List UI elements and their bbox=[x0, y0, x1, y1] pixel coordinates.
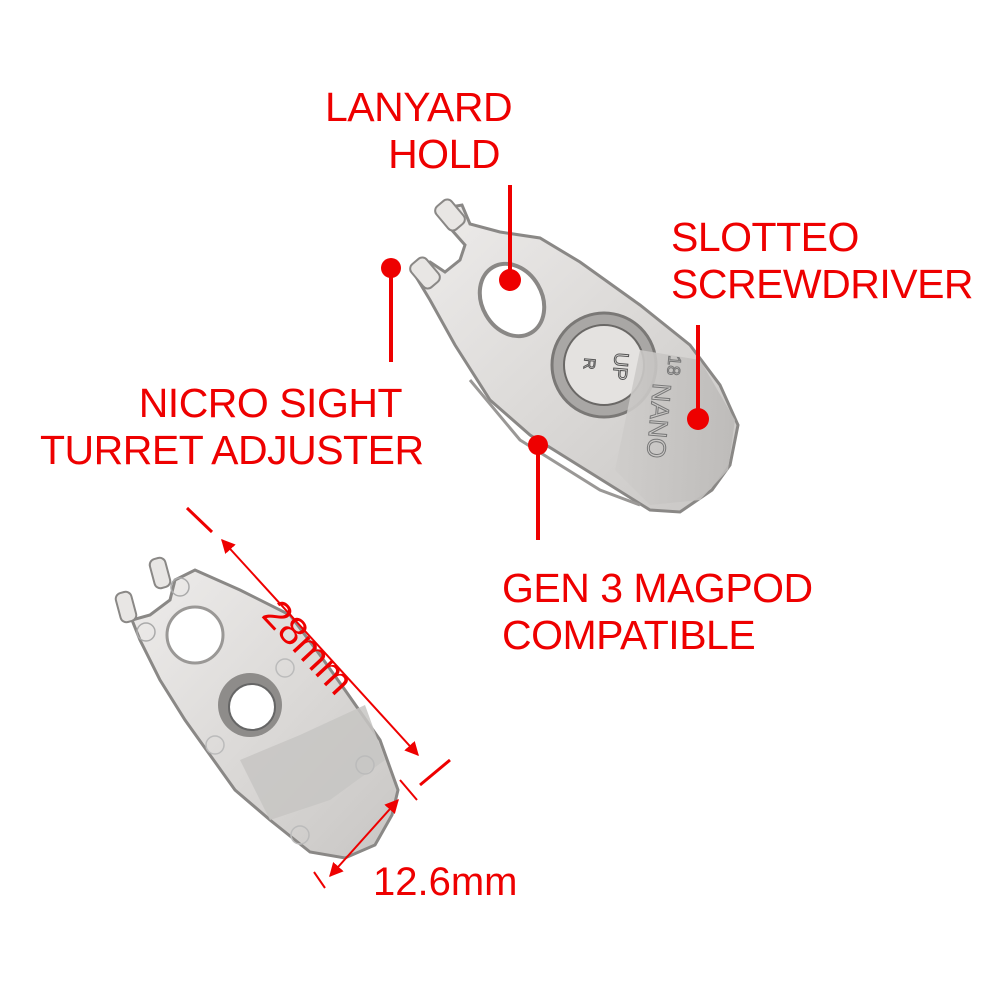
leader-turret bbox=[381, 258, 401, 362]
callout-line: HOLD bbox=[388, 131, 500, 177]
callout-line: TURRET ADJUSTER bbox=[40, 427, 424, 473]
svg-text:18: 18 bbox=[663, 355, 685, 377]
callout-line: COMPATIBLE bbox=[502, 612, 756, 658]
lower-tool bbox=[114, 556, 400, 860]
svg-text:R: R bbox=[580, 357, 598, 370]
upper-tool: UP R NANO 18 bbox=[409, 198, 740, 514]
up-button-engraving: UP R bbox=[579, 351, 633, 382]
callout-lanyard-hold: LANYARD HOLD bbox=[325, 84, 513, 178]
callout-gen3-magpod-compatible: GEN 3 MAGPOD COMPATIBLE bbox=[502, 565, 813, 659]
callout-line: SLOTTEO bbox=[671, 214, 859, 260]
callout-slotted-screwdriver: SLOTTEO SCREWDRIVER bbox=[671, 214, 974, 308]
callout-micro-sight-turret-adjuster: NICRO SIGHT TURRET ADJUSTER bbox=[40, 380, 424, 474]
brand-engraving: NANO bbox=[640, 382, 677, 460]
svg-text:NANO: NANO bbox=[641, 382, 677, 459]
leader-lanyard bbox=[499, 185, 521, 291]
callout-line: SCREWDRIVER bbox=[671, 261, 974, 307]
callout-line: GEN 3 MAGPOD bbox=[502, 565, 813, 611]
svg-text:UP: UP bbox=[608, 352, 632, 382]
width-dimension bbox=[313, 779, 418, 889]
leader-magpod bbox=[528, 435, 548, 540]
callout-line: NICRO SIGHT bbox=[138, 380, 403, 426]
length-dimension bbox=[185, 506, 451, 787]
callout-line: LANYARD bbox=[325, 84, 513, 130]
leader-screwdriver bbox=[687, 325, 709, 430]
width-dimension-label: 12.6mm bbox=[373, 860, 518, 904]
